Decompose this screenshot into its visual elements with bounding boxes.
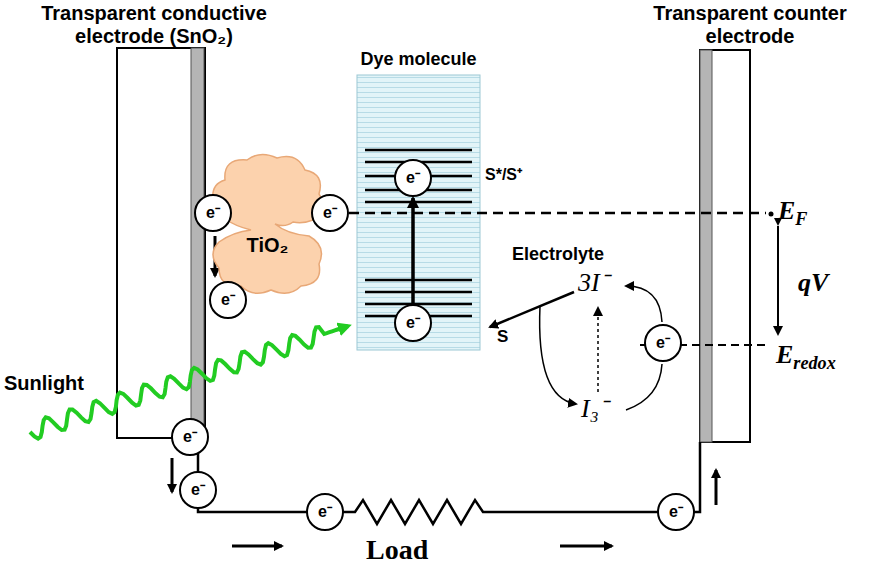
- redox-arrow: [626, 286, 662, 322]
- redox-label: Eredox: [776, 340, 836, 374]
- counter-glass: [700, 50, 750, 442]
- electron-circle: e⁻: [179, 471, 217, 509]
- electron-label: e⁻: [183, 429, 197, 445]
- electron-label: e⁻: [206, 205, 220, 221]
- electron-label: e⁻: [221, 292, 235, 308]
- counter-layer: [700, 50, 712, 442]
- dye-heading: Dye molecule: [317, 49, 520, 70]
- electrode-title: Transparent conductive electrode (SnO₂): [4, 2, 304, 48]
- electrolyte-label: Electrolyte: [512, 244, 604, 265]
- fermi-label: EF: [778, 196, 807, 230]
- electron-label: e⁻: [669, 504, 683, 520]
- energy-levels: [365, 150, 472, 316]
- electron-circle: e⁻: [171, 418, 209, 456]
- flow-arrow: [715, 470, 718, 505]
- voltage-label: qV: [798, 268, 828, 298]
- voltage-arrow: [777, 226, 779, 334]
- sunlight-label: Sunlight: [4, 372, 84, 395]
- electron-circle: e⁻: [311, 194, 349, 232]
- electron-circle: e⁻: [657, 493, 695, 531]
- electron-circle: e⁻: [209, 281, 247, 319]
- iodide-label: 3I⁻: [578, 268, 609, 298]
- electron-label: e⁻: [191, 482, 205, 498]
- flow-arrow: [232, 545, 282, 548]
- level-dot: [769, 212, 774, 217]
- tio2-label: TiO₂: [205, 234, 330, 257]
- electron-circle: e⁻: [394, 159, 432, 197]
- external-wire: [198, 438, 700, 524]
- dye-box: Dye moleculeS*/S⁺Se⁻e⁻: [357, 75, 480, 350]
- electron-circle: e⁻: [394, 304, 432, 342]
- flow-arrow: [560, 545, 612, 548]
- load-label: Load: [366, 534, 428, 566]
- redox-arrow: [490, 292, 574, 327]
- redox-arrow: [626, 364, 662, 410]
- counter-title: Transparent counter electrode: [616, 2, 884, 48]
- triiodide-label: I₃⁻: [581, 394, 608, 424]
- ground-state-label: S: [497, 327, 508, 347]
- electron-label: e⁻: [318, 504, 332, 520]
- electron-circle: e⁻: [644, 324, 682, 362]
- electron-label: e⁻: [406, 170, 420, 186]
- excited-state-label: S*/S⁺: [485, 163, 522, 185]
- electron-circle: e⁻: [194, 194, 232, 232]
- conductive-layer: [191, 48, 204, 438]
- electron-label: e⁻: [323, 205, 337, 221]
- electron-circle: e⁻: [306, 493, 344, 531]
- redox-arrow: [597, 308, 599, 392]
- redox-arrow: [540, 306, 576, 404]
- electron-transfer-arrow: [411, 198, 415, 303]
- electron-label: e⁻: [406, 315, 420, 331]
- electron-label: e⁻: [656, 335, 670, 351]
- flow-arrow: [171, 458, 174, 492]
